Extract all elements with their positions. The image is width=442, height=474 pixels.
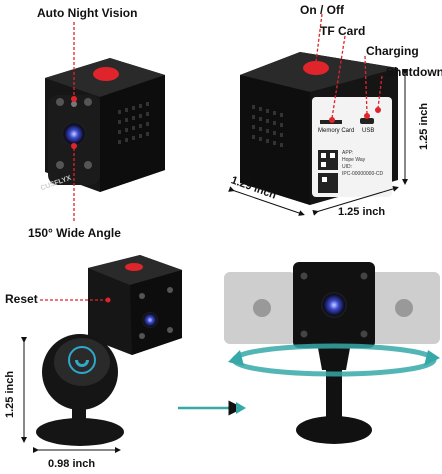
- magnet-icon: [75, 360, 89, 367]
- camera-front-view: [45, 58, 165, 192]
- dimension-height-top: 1.25 inch: [418, 102, 430, 150]
- memory-card-text: Memory Card: [318, 128, 355, 134]
- label-charging: Charging: [366, 44, 419, 58]
- usb-port-icon: [360, 118, 374, 124]
- power-button-icon: [93, 67, 119, 81]
- reset-hole-icon: [105, 297, 111, 303]
- dimension-width-mount: 0.98 inch: [48, 458, 96, 470]
- lens-icon: [62, 122, 86, 146]
- night-vision-sensor-icon: [71, 101, 77, 107]
- label-shutdown: Shutdown: [386, 65, 442, 79]
- dimension-height-mount: 1.25 inch: [4, 370, 16, 418]
- on-off-button-icon: [303, 61, 329, 75]
- label-reset: Reset: [5, 292, 38, 306]
- camera-reset-view: [88, 255, 182, 355]
- camera-rotation-view: [224, 262, 440, 444]
- dimension-width: 1.25 inch: [338, 206, 386, 218]
- usb-text: USB: [362, 128, 375, 134]
- label-tf-card: TF Card: [320, 24, 366, 38]
- sticker-text: APP: Hope Way UID: IPC-00000000-CD: [342, 150, 384, 177]
- label-on-off: On / Off: [300, 3, 344, 17]
- magnetic-mount: [36, 334, 124, 446]
- label-auto-night-vision: Auto Night Vision: [37, 6, 138, 20]
- label-wide-angle: 150° Wide Angle: [28, 226, 121, 240]
